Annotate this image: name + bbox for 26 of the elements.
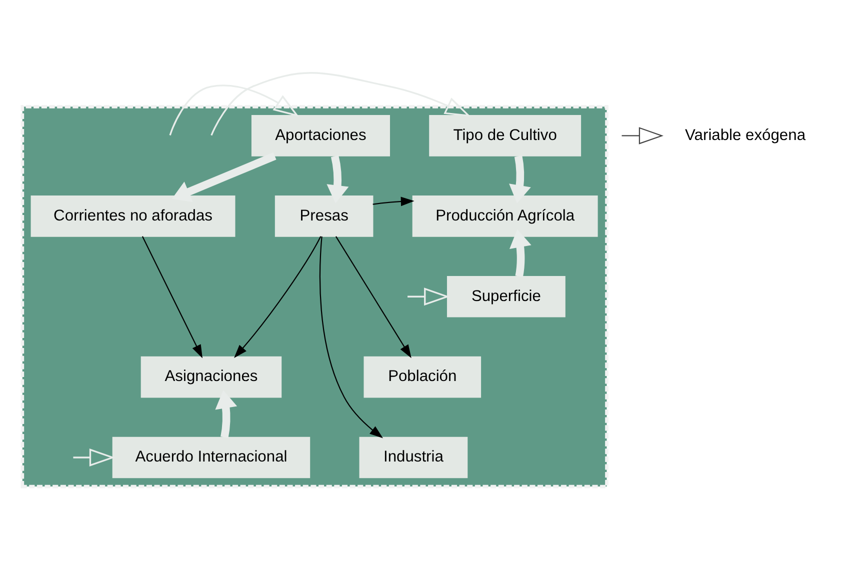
node-box: Superficie xyxy=(446,275,565,317)
node-box: Aportaciones xyxy=(250,114,390,156)
arrow xyxy=(372,196,414,206)
arrow xyxy=(407,287,450,306)
arrow xyxy=(509,228,531,277)
node-box: Asignaciones xyxy=(140,356,282,398)
legend-label: Variable exógena xyxy=(684,126,806,144)
arrow xyxy=(234,236,321,358)
arrow xyxy=(334,236,411,358)
arrow xyxy=(168,84,299,135)
arrow xyxy=(141,236,202,358)
arrow xyxy=(72,448,115,466)
node-box: Corrientes no aforadas xyxy=(30,195,235,236)
arrow xyxy=(214,390,237,438)
node-box: Población xyxy=(363,356,481,398)
node-box: Presas xyxy=(274,195,373,236)
arrow xyxy=(171,152,276,202)
arrow xyxy=(210,72,470,136)
node-box: Tipo de Cultivo xyxy=(428,114,581,156)
node-box: Industria xyxy=(358,436,468,478)
node-box: Acuerdo Internacional xyxy=(112,436,310,478)
arrow xyxy=(326,154,348,203)
node-box: Producción Agrícola xyxy=(412,195,598,236)
arrow xyxy=(508,154,530,203)
arrow xyxy=(318,236,383,438)
cluster xyxy=(20,104,608,488)
